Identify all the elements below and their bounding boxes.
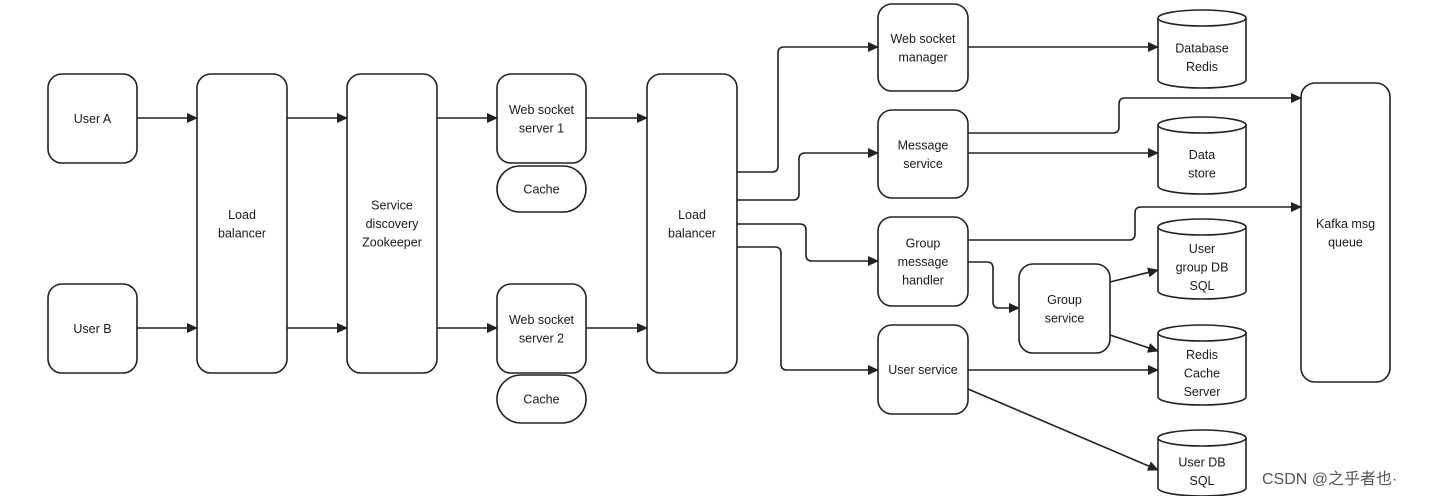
- arrow-gmh-to-gs: [968, 261, 1020, 313]
- arrow-gs-to-rediscache: [1109, 334, 1159, 353]
- node-cache1: Cache: [496, 165, 587, 213]
- node-label-line: Database: [1175, 41, 1229, 55]
- node-label-line: Load: [228, 208, 256, 222]
- node-label-line: User DB: [1178, 455, 1225, 469]
- node-label-line: server 2: [519, 331, 564, 345]
- node-label-line: Web socket: [509, 103, 575, 117]
- arrow-lb2-to-wsm: [737, 42, 879, 173]
- node-label-line: service: [903, 157, 943, 171]
- node-label-line: User A: [74, 112, 112, 126]
- node-lb2: Load balancer: [646, 73, 738, 374]
- node-label-line: SQL: [1189, 474, 1214, 488]
- node-user-a: User A: [47, 73, 138, 164]
- node-label-line: Group: [1047, 293, 1082, 307]
- node-label-line: User: [1189, 242, 1215, 256]
- node-label-line: balancer: [218, 226, 266, 240]
- node-label-line: server 1: [519, 121, 564, 135]
- node-label-line: Message: [898, 138, 949, 152]
- node-label-line: balancer: [668, 226, 716, 240]
- node-label-line: Data: [1189, 148, 1215, 162]
- node-label-line: Server: [1184, 385, 1221, 399]
- arrow-us-to-userdb: [967, 388, 1159, 471]
- node-ws1: Web socket server 1: [496, 73, 587, 164]
- node-label-line: discovery: [366, 217, 420, 231]
- node-label-line: User B: [73, 322, 111, 336]
- node-us: User service: [877, 324, 969, 415]
- node-label-line: handler: [902, 274, 944, 288]
- node-label-line: message: [898, 255, 949, 269]
- node-label-line: Web socket: [890, 32, 956, 46]
- node-label-line: User service: [888, 363, 958, 377]
- node-label-line: Cache: [1184, 367, 1220, 381]
- node-cache2: Cache: [496, 374, 587, 424]
- node-wsm: Web socket manager: [877, 3, 969, 92]
- node-ws2: Web socket server 2: [496, 283, 587, 374]
- node-data-store: Data store: [1157, 116, 1247, 195]
- node-user-b: User B: [47, 283, 138, 374]
- arrow-gmh-to-kafka: [968, 202, 1302, 241]
- node-label-line: Kafka msg: [1316, 217, 1375, 231]
- node-label-line: SQL: [1189, 279, 1214, 293]
- node-label-line: store: [1188, 166, 1216, 180]
- arrow-lb2-to-gmh: [737, 223, 879, 266]
- node-ug-db: User group DB SQL: [1157, 218, 1247, 300]
- arrow-msg-to-kafka: [968, 93, 1302, 134]
- node-user-db: User DB SQL: [1157, 429, 1247, 496]
- node-label-line: queue: [1328, 235, 1363, 249]
- node-label-line: manager: [898, 50, 947, 64]
- node-gmh: Group message handler: [877, 216, 969, 307]
- node-label-line: Redis: [1186, 348, 1218, 362]
- watermark: CSDN @之乎者也·: [1262, 470, 1397, 488]
- node-label-line: Cache: [523, 393, 559, 407]
- node-label-line: Load: [678, 208, 706, 222]
- node-label-line: Group: [906, 237, 941, 251]
- node-label-line: group DB: [1176, 261, 1229, 275]
- node-label-line: Service: [371, 199, 413, 213]
- arrow-lb2-to-us: [737, 246, 879, 375]
- node-label-line: Zookeeper: [362, 236, 422, 250]
- node-gs: Group service: [1018, 263, 1111, 354]
- node-label-line: service: [1045, 311, 1085, 325]
- node-msg: Message service: [877, 109, 969, 199]
- node-lb1: Load balancer: [196, 73, 288, 374]
- node-label-line: Cache: [523, 183, 559, 197]
- node-kafka: Kafka msg queue: [1300, 82, 1391, 383]
- arrow-gs-to-ugdb: [1109, 267, 1159, 283]
- node-label-line: Web socket: [509, 313, 575, 327]
- arrow-lb2-to-msg: [737, 148, 879, 201]
- node-label-line: Redis: [1186, 60, 1218, 74]
